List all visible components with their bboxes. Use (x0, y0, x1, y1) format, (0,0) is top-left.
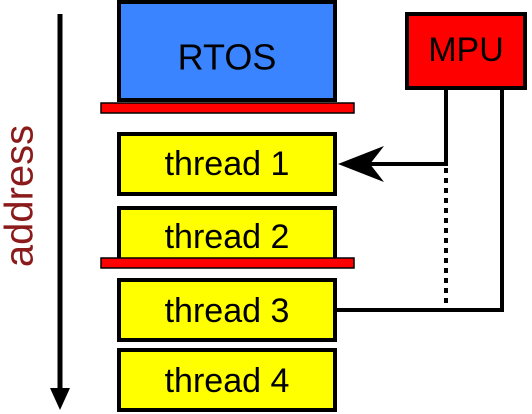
thread-2-label: thread 2 (165, 218, 290, 256)
thread-1-rect (117, 132, 337, 196)
address-axis-arrowhead (50, 388, 70, 410)
protection-boundary-upper (100, 102, 355, 114)
thread-4-block: thread 4 (117, 348, 337, 412)
rtos-label: RTOS (178, 37, 277, 78)
thread-4-label: thread 4 (165, 362, 290, 400)
mpu-label: MPU (428, 31, 504, 69)
rtos-block: RTOS (117, 0, 337, 102)
thread-1-block: thread 1 (117, 132, 337, 196)
mpu-connections (335, 88, 504, 312)
thread-2-block: thread 2 (117, 206, 337, 262)
thread-1-label: thread 1 (165, 145, 290, 183)
rtos-rect (117, 0, 337, 102)
mpu-rect (405, 12, 527, 90)
address-axis-label: address (0, 125, 42, 267)
thread-4-rect (117, 348, 337, 412)
address-axis: address (0, 14, 70, 410)
mpu-thread-1-arrowhead (338, 146, 384, 182)
thread-3-block: thread 3 (117, 278, 337, 342)
protection-boundary-lower (100, 257, 355, 269)
mpu-block: MPU (405, 12, 527, 90)
thread-3-label: thread 3 (165, 292, 290, 330)
